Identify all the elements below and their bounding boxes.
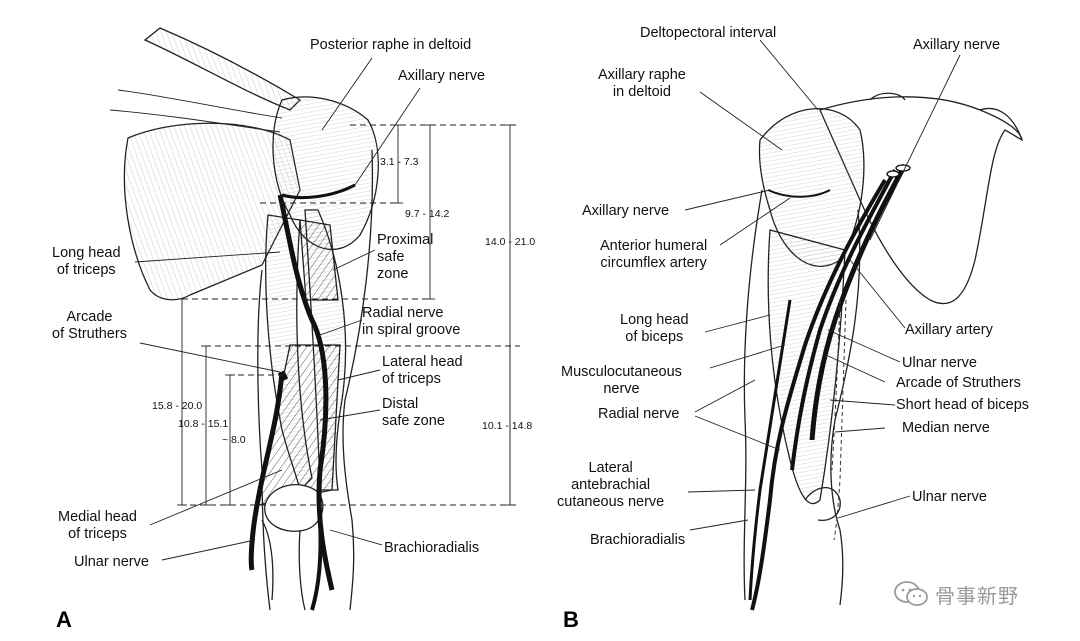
proximal-safe-zone-a bbox=[299, 219, 339, 301]
scapula-b bbox=[819, 96, 1023, 305]
radial-nerve-b bbox=[750, 178, 887, 611]
panel-b-leaders bbox=[684, 39, 961, 531]
label-arcade-struthers-b: Arcade of Struthers bbox=[896, 375, 1021, 391]
measurement-6: ~ 8.0 bbox=[222, 434, 246, 446]
label-long-head-biceps-b: Long head of biceps bbox=[620, 312, 689, 345]
measurement-1: 3.1 - 7.3 bbox=[380, 156, 419, 168]
arm-outline-right-a bbox=[342, 149, 374, 611]
deltoid-a bbox=[272, 96, 379, 251]
panel-letter-a: A bbox=[56, 607, 72, 632]
label-ulnar-nerve-1-b: Ulnar nerve bbox=[902, 355, 977, 371]
label-axillary-raphe-b: Axillary raphe in deltoid bbox=[598, 67, 686, 100]
label-lat-antebrachial-b: Lateral antebrachial cutaneous nerve bbox=[557, 460, 665, 510]
label-brachioradialis-a: Brachioradialis bbox=[384, 540, 480, 556]
label-medial-head-triceps-a: Medial head of triceps bbox=[58, 509, 137, 542]
label-median-nerve-b: Median nerve bbox=[902, 420, 990, 436]
measurement-2: 9.7 - 14.2 bbox=[405, 208, 450, 220]
label-musculocutaneous-b: Musculocutaneous nerve bbox=[561, 364, 682, 397]
measurement-3: 14.0 - 21.0 bbox=[485, 236, 536, 248]
panel-letter-b: B bbox=[563, 607, 579, 632]
label-distal-safe-zone-a: Distal safe zone bbox=[382, 396, 445, 429]
label-axillary-nerve-a: Axillary nerve bbox=[398, 68, 486, 84]
biceps-b bbox=[767, 229, 846, 505]
label-radial-nerve-b: Radial nerve bbox=[598, 406, 680, 422]
axillary-artery-b bbox=[809, 163, 908, 441]
label-lateral-head-triceps-a: Lateral head of triceps bbox=[382, 354, 463, 387]
label-deltopectoral-b: Deltopectoral interval bbox=[640, 25, 777, 41]
label-ulnar-nerve-2-b: Ulnar nerve bbox=[912, 489, 987, 505]
olecranon-a bbox=[264, 484, 324, 532]
ulnar-nerve-a bbox=[248, 371, 285, 571]
axillary-nerve-a bbox=[281, 183, 356, 200]
label-axillary-nerve-top-b: Axillary nerve bbox=[913, 37, 1001, 53]
watermark-text: 骨事新野 bbox=[935, 584, 1019, 608]
ulnar-nerve-b bbox=[790, 169, 897, 471]
label-axillary-artery-b: Axillary artery bbox=[905, 322, 993, 338]
panel-b-drawing bbox=[743, 92, 1023, 611]
musculocutaneous-nerve-b bbox=[748, 299, 792, 601]
arm-outline-left-b bbox=[743, 189, 763, 601]
arm-outline-left-a bbox=[257, 269, 271, 611]
label-arcade-struthers-a: Arcade of Struthers bbox=[52, 309, 127, 342]
label-brachioradialis-b: Brachioradialis bbox=[590, 532, 686, 548]
label-axillary-nerve-mid-b: Axillary nerve bbox=[582, 203, 670, 219]
label-proximal-safe-zone-a: Proximal safe zone bbox=[377, 232, 434, 282]
label-short-head-biceps-b: Short head of biceps bbox=[896, 397, 1030, 413]
measurement-4: 15.8 - 20.0 bbox=[152, 400, 203, 412]
label-ant-humeral-circ-b: Anterior humeral circumflex artery bbox=[600, 238, 708, 271]
panel-a-dimensions bbox=[177, 124, 520, 506]
wechat-logo-icon bbox=[894, 581, 928, 606]
arm-outline-right-b bbox=[830, 209, 861, 606]
panel-a-drawing bbox=[109, 27, 379, 611]
label-long-head-triceps-a: Long head of triceps bbox=[52, 245, 121, 278]
label-radial-nerve-spiral-a: Radial nerve in spiral groove bbox=[362, 305, 461, 338]
measurement-5: 10.8 - 15.1 bbox=[178, 418, 229, 430]
median-nerve-b bbox=[831, 299, 841, 471]
label-posterior-raphe-a: Posterior raphe in deltoid bbox=[310, 37, 472, 53]
distal-safe-zone-a bbox=[257, 344, 341, 506]
measurement-7: 10.1 - 14.8 bbox=[482, 420, 533, 432]
panel-a-leaders bbox=[134, 57, 421, 561]
label-ulnar-nerve-a: Ulnar nerve bbox=[74, 554, 149, 570]
